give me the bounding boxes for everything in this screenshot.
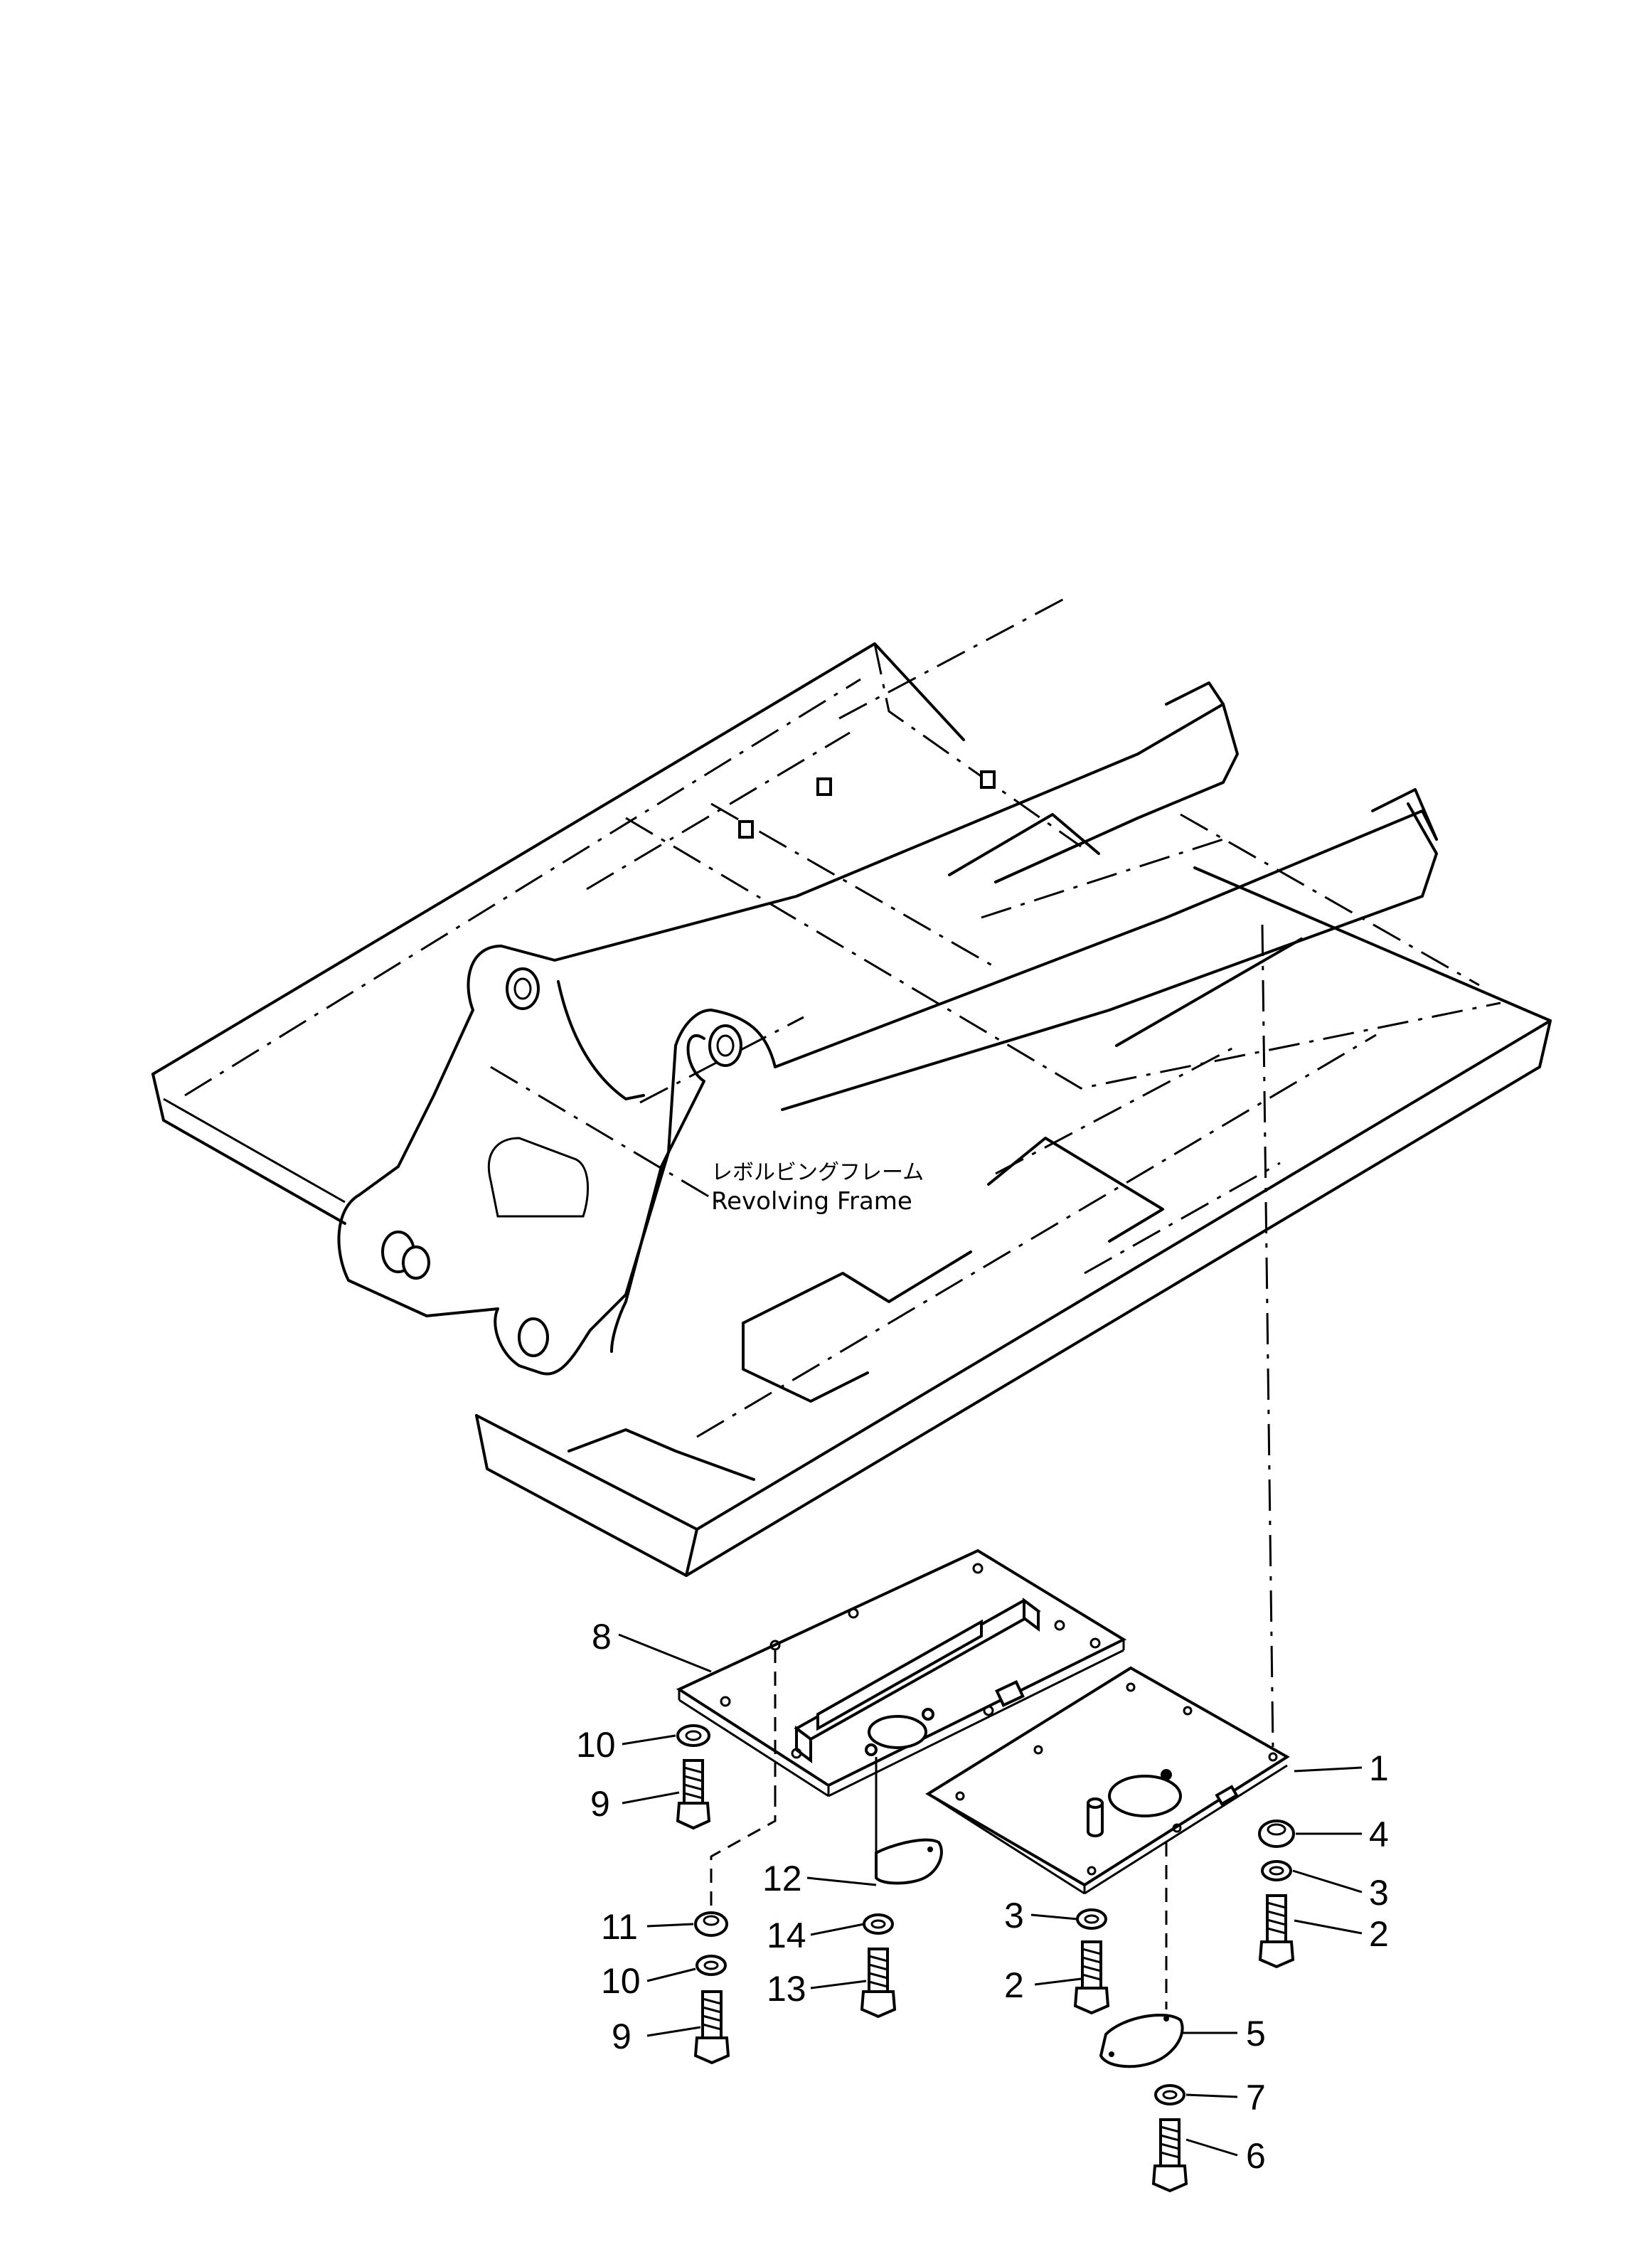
leader-lines	[618, 1633, 1363, 2157]
cover-plate-1	[925, 1666, 1290, 2009]
callout-labels: 8 10 9 11 10 9 12 14 13 3 2 1 4 3 2 5 7 …	[576, 1617, 1389, 2176]
callout-7: 7	[1246, 2078, 1266, 2118]
callout-8: 8	[592, 1617, 612, 1657]
cover-plate-8	[676, 1549, 1127, 1797]
callout-2: 2	[1369, 1914, 1389, 1954]
callout-3: 3	[1369, 1873, 1389, 1913]
callout-10: 10	[601, 1961, 641, 2001]
frame-label: レボルビングフレーム Revolving Frame	[711, 1160, 924, 1216]
callout-14: 14	[767, 1916, 806, 1955]
assembly-centerline	[1261, 924, 1274, 1751]
callout-12: 12	[762, 1859, 802, 1898]
callout-10: 10	[576, 1725, 616, 1765]
assembly-line-8-11	[710, 1792, 777, 1906]
callout-11: 11	[601, 1907, 638, 1947]
callout-13: 13	[767, 1969, 806, 2009]
fasteners	[676, 1724, 1295, 2193]
frame-label-japanese: レボルビングフレーム	[711, 1160, 924, 1185]
callout-9: 9	[612, 2017, 632, 2056]
callout-3: 3	[1004, 1896, 1024, 1935]
callout-9: 9	[590, 1784, 610, 1824]
callout-2: 2	[1004, 1965, 1024, 2005]
revolving-frame	[151, 596, 1552, 1577]
callout-5: 5	[1246, 2014, 1266, 2054]
callout-1: 1	[1369, 1748, 1389, 1788]
frame-label-english: Revolving Frame	[711, 1187, 912, 1216]
callout-4: 4	[1369, 1815, 1389, 1854]
callout-6: 6	[1246, 2136, 1266, 2176]
